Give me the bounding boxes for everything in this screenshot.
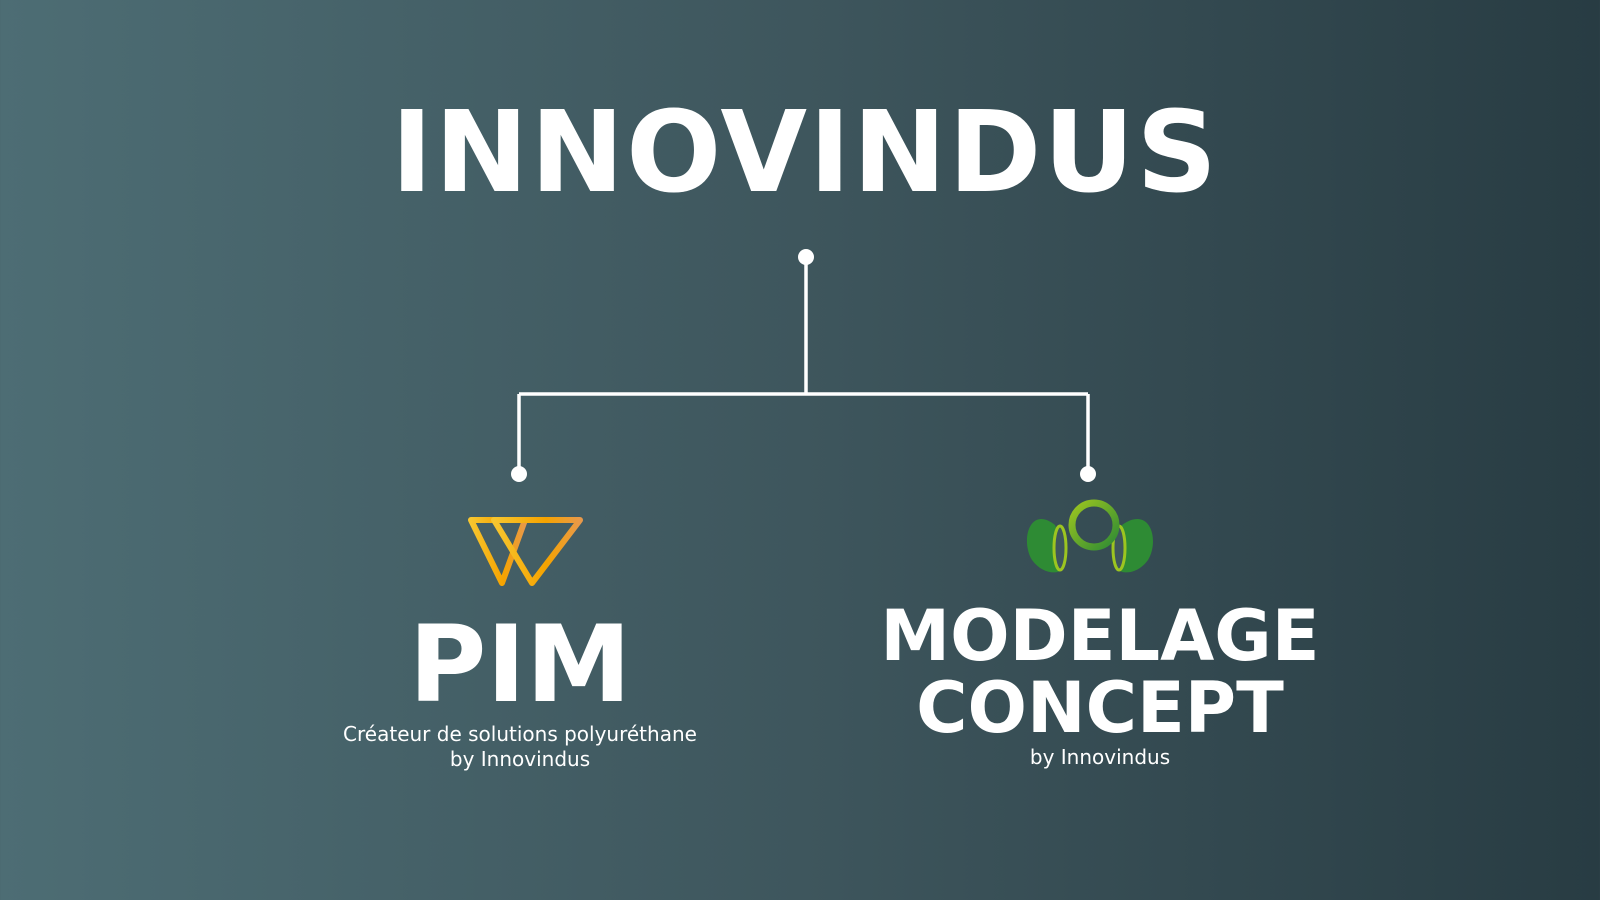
pim-byline: by Innovindus [449,747,591,771]
pim-w-logo-icon [468,517,583,586]
pim-tagline-text: Créateur de solutions polyuréthane [343,722,697,746]
root-node-dot [798,249,814,265]
modelage-name-line1: MODELAGE [880,595,1320,677]
modelage-node-dot [1080,466,1096,482]
parent-company-title: INNOVINDUS [390,88,1219,218]
modelage-byline: by Innovindus [1029,745,1171,769]
pim-tagline: Créateur de solutions polyuréthane by In… [320,722,720,772]
pim-node-dot [511,466,527,482]
modelage-concept-logo-icon [1026,499,1153,573]
modelage-concept-brand-name: MODELAGE CONCEPT [850,600,1350,744]
pim-brand-name: PIM [408,603,632,726]
modelage-name-line2: CONCEPT [916,667,1284,749]
